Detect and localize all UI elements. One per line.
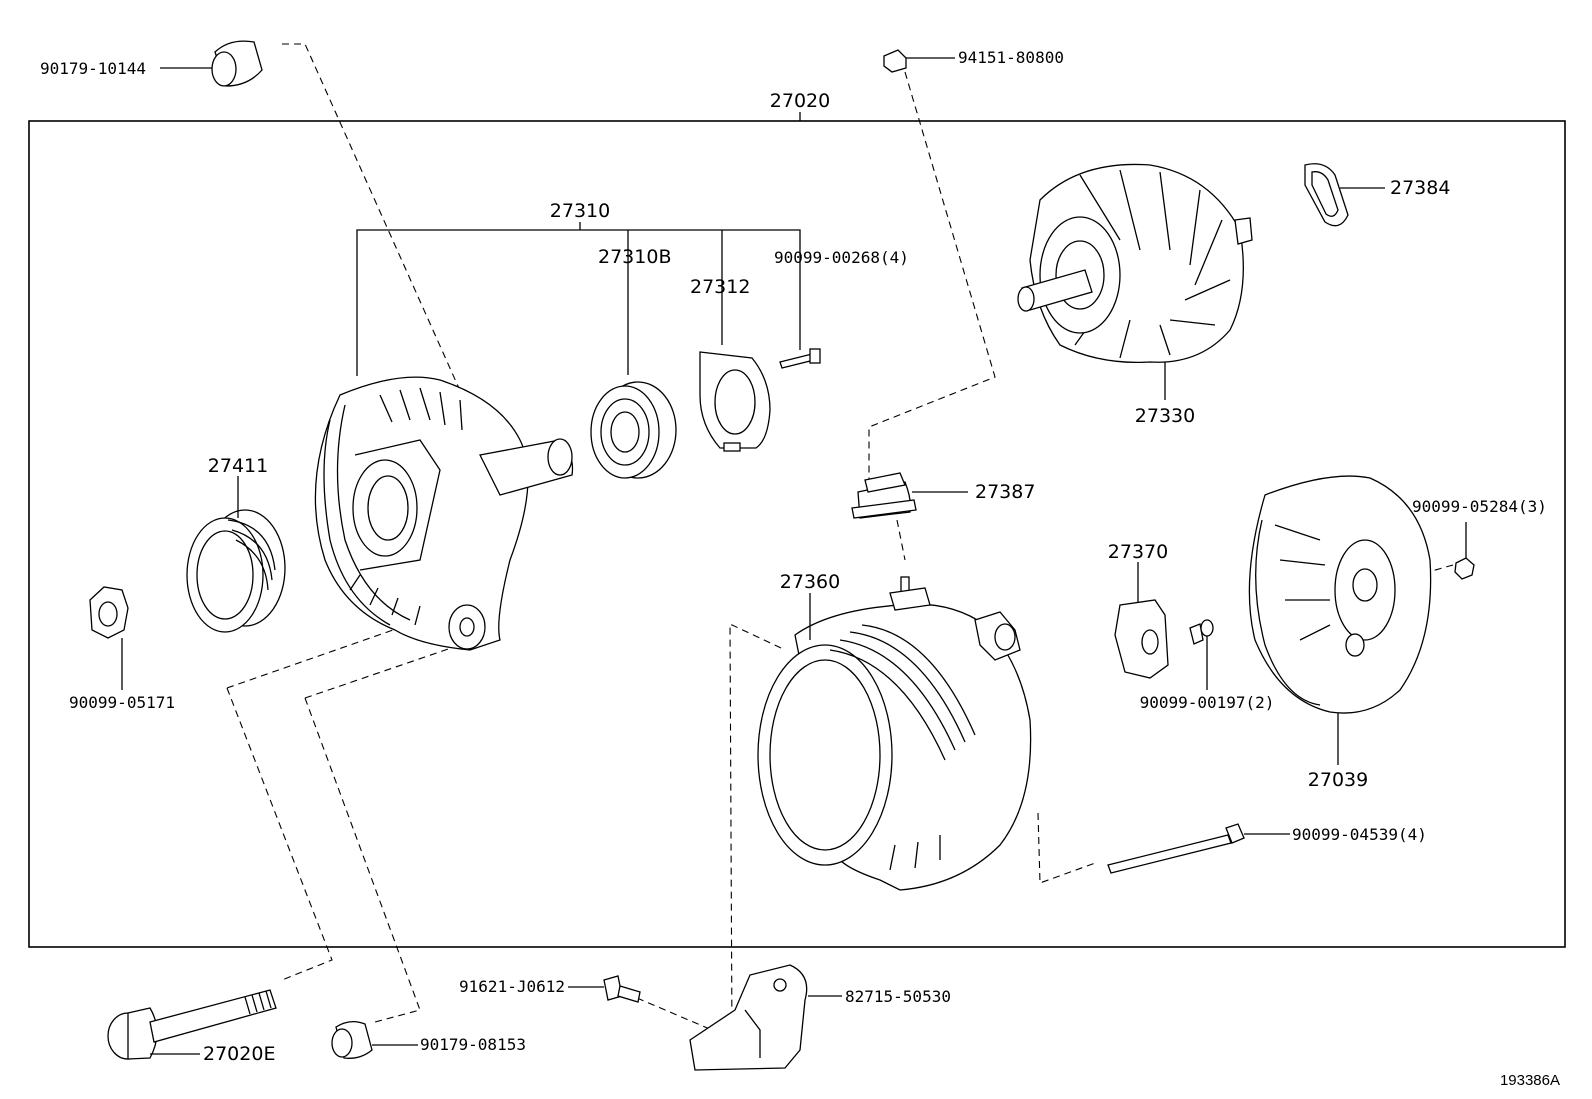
label-27310B: 27310B	[598, 246, 671, 268]
bolt-27020E-part	[107, 989, 277, 1060]
label-91621-J0612: 91621-J0612	[459, 977, 565, 996]
label-27310: 27310	[550, 200, 610, 222]
bracket-82715-50530-part	[689, 964, 842, 1071]
label-90099-05171: 90099-05171	[69, 693, 175, 712]
figure-id: 193386A	[1500, 1072, 1560, 1089]
nut-90099-05284-part	[1454, 522, 1475, 580]
nut-94151-80800-part	[883, 49, 955, 73]
screw-90099-00268-part	[779, 348, 821, 369]
bearing-27310B-part	[590, 381, 677, 479]
label-27020E: 27020E	[203, 1043, 275, 1065]
label-90099-00197: 90099-00197(2)	[1140, 693, 1275, 712]
label-90179-08153: 90179-08153	[420, 1035, 526, 1054]
label-94151-80800: 94151-80800	[958, 48, 1064, 67]
label-90099-04539: 90099-04539(4)	[1292, 825, 1427, 844]
label-90179-10144: 90179-10144	[40, 59, 146, 78]
dashed-guide-lines	[226, 43, 1454, 1041]
bolt-90099-04539-part	[1107, 823, 1290, 874]
label-27370: 27370	[1108, 541, 1168, 563]
stator-housing-27360-part	[757, 576, 1032, 891]
label-27039: 27039	[1308, 769, 1368, 791]
nut-90179-08153-part	[331, 1020, 418, 1059]
retainer-plate-27312-part	[699, 351, 771, 452]
label-90099-05284: 90099-05284(3)	[1412, 497, 1547, 516]
assembly-label: 27020	[770, 90, 830, 112]
pulley-27411-part	[186, 476, 286, 633]
bolt-91621-J0612-part	[568, 975, 641, 1003]
ring-27384-part	[1304, 163, 1385, 227]
nut-90179-10144-part	[160, 40, 263, 87]
rotor-27330-part	[1017, 163, 1253, 400]
label-27384: 27384	[1390, 177, 1450, 199]
label-27330: 27330	[1135, 405, 1195, 427]
label-27360: 27360	[780, 571, 840, 593]
screw-90099-00197-part	[1189, 619, 1214, 690]
label-27387: 27387	[975, 481, 1035, 503]
insulator-27387-part	[851, 472, 968, 519]
label-27312: 27312	[690, 276, 750, 298]
assembly-boundary-box	[28, 120, 1566, 948]
label-27411: 27411	[208, 455, 268, 477]
nut-90099-05171-part	[89, 586, 129, 690]
brush-holder-27370-part	[1114, 562, 1169, 679]
drive-end-frame-part	[314, 376, 574, 651]
leader-27310-bracket	[356, 222, 801, 376]
label-90099-00268: 90099-00268(4)	[774, 248, 909, 267]
rear-cover-27039-part	[1248, 475, 1432, 765]
label-82715-50530: 82715-50530	[845, 987, 951, 1006]
